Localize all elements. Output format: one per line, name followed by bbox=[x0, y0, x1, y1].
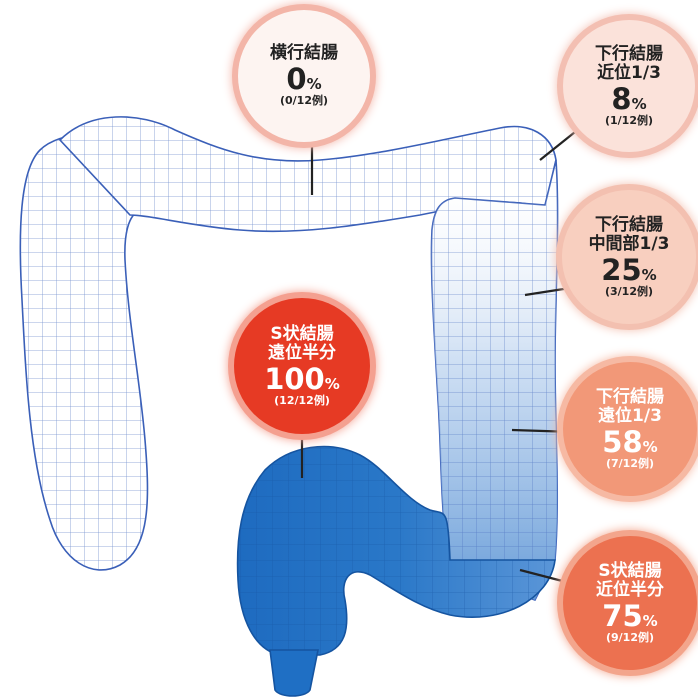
bubble-label-line: 下行結腸 bbox=[595, 45, 663, 64]
bubble-label-line: 下行結腸 bbox=[596, 388, 664, 407]
percent-unit: % bbox=[325, 375, 340, 393]
bubble-label-line: 下行結腸 bbox=[595, 216, 663, 235]
bubble-percent: 8% bbox=[611, 85, 646, 114]
percent-unit: % bbox=[307, 75, 322, 93]
bubble-label-line: S状結腸 bbox=[270, 325, 333, 344]
bubble-transverse-colon: 横行結腸 0% (0/12例) bbox=[238, 10, 370, 142]
bubble-label-line: 遠位半分 bbox=[268, 344, 336, 363]
percent-unit: % bbox=[643, 612, 658, 630]
percent-value: 100 bbox=[264, 362, 325, 396]
bubble-count: (0/12例) bbox=[280, 95, 328, 107]
bubble-sigmoid-proximal: S状結腸 近位半分 75% (9/12例) bbox=[563, 536, 697, 670]
percent-value: 75 bbox=[602, 599, 642, 633]
bubble-count: (3/12例) bbox=[605, 286, 653, 298]
bubble-label-line: 横行結腸 bbox=[270, 44, 338, 63]
bubble-count: (7/12例) bbox=[606, 458, 654, 470]
percent-value: 58 bbox=[602, 425, 642, 459]
bubble-count: (1/12例) bbox=[605, 115, 653, 127]
bubble-count: (12/12例) bbox=[274, 395, 330, 407]
bubble-count: (9/12例) bbox=[606, 632, 654, 644]
percent-value: 0 bbox=[286, 62, 306, 96]
percent-value: 8 bbox=[611, 82, 631, 116]
bubble-descending-proximal: 下行結腸 近位1/3 8% (1/12例) bbox=[563, 20, 695, 152]
rectum bbox=[270, 650, 318, 696]
bubble-percent: 75% bbox=[602, 602, 657, 631]
bubble-percent: 25% bbox=[601, 256, 656, 285]
bubble-label-line: 中間部1/3 bbox=[589, 235, 670, 254]
percent-value: 25 bbox=[601, 253, 641, 287]
bubble-percent: 100% bbox=[264, 365, 340, 394]
bubble-label-line: 近位1/3 bbox=[597, 64, 661, 83]
bubble-descending-middle: 下行結腸 中間部1/3 25% (3/12例) bbox=[562, 190, 696, 324]
percent-unit: % bbox=[643, 438, 658, 456]
bubble-label-line: S状結腸 bbox=[598, 562, 661, 581]
bubble-sigmoid-distal: S状結腸 遠位半分 100% (12/12例) bbox=[234, 298, 370, 434]
bubble-percent: 58% bbox=[602, 428, 657, 457]
percent-unit: % bbox=[642, 266, 657, 284]
percent-unit: % bbox=[632, 95, 647, 113]
bubble-label-line: 近位半分 bbox=[596, 581, 664, 600]
bubble-label-line: 遠位1/3 bbox=[598, 407, 662, 426]
bubble-descending-distal: 下行結腸 遠位1/3 58% (7/12例) bbox=[563, 362, 697, 496]
bubble-percent: 0% bbox=[286, 65, 321, 94]
